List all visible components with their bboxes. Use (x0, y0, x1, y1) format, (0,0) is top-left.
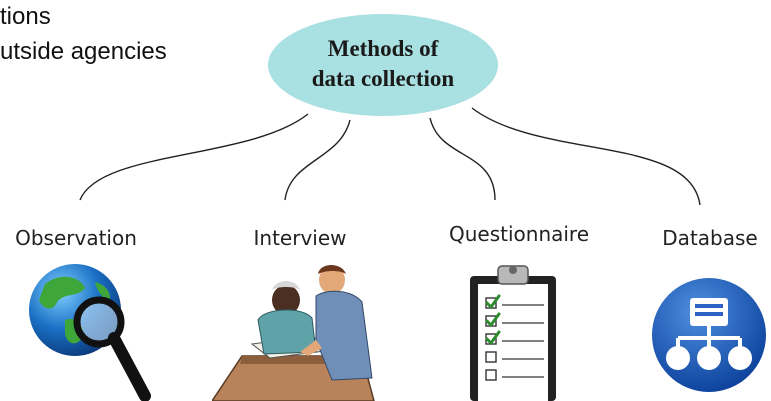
branch-label-interview: Interview (253, 226, 347, 250)
globe-magnifier-icon (29, 264, 151, 401)
network-database-icon (652, 278, 766, 392)
connector-questionnaire (429, 117, 496, 201)
background-text-line-2: utside agencies (0, 38, 167, 65)
connector-database (471, 107, 701, 206)
branch-label-observation: Observation (15, 226, 137, 250)
connector-observation (79, 113, 309, 201)
hub-title-line-1: Methods of (327, 36, 439, 61)
hub-ellipse (268, 14, 498, 116)
connector-interview (284, 119, 351, 201)
clipboard-checklist-icon (470, 265, 556, 401)
hub-title-line-2: data collection (311, 66, 455, 91)
branch-label-database: Database (662, 226, 758, 250)
people-interview-icon (212, 265, 375, 401)
branch-label-questionnaire: Questionnaire (448, 222, 590, 246)
background-text-line-1: tions (0, 3, 51, 30)
